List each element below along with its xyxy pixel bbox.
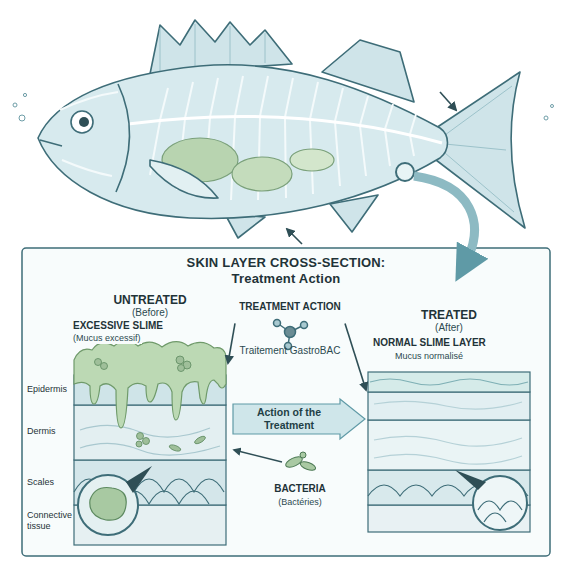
icon-space	[236, 313, 344, 345]
skin-section: TREATED(After)	[368, 372, 530, 532]
zoomed-scale	[90, 488, 126, 521]
connector-arrow	[345, 323, 366, 390]
epidermis-lines	[374, 401, 522, 409]
bacteria-icon	[284, 452, 317, 472]
panel-frame	[22, 248, 550, 556]
pointer-arrow	[440, 92, 456, 110]
layer-label: Connective tissue	[26, 510, 72, 532]
diagram-title: SKIN LAYER CROSS-SECTION: Treatment Acti…	[168, 255, 404, 286]
tail-fin	[436, 72, 525, 228]
bacterium	[176, 356, 184, 364]
molecule-bonds	[277, 323, 304, 346]
label-wrap: (Bactéries)	[250, 491, 350, 509]
panel-heading: TREATED	[358, 308, 540, 322]
connector-arrow	[228, 323, 235, 363]
slime-wave	[370, 379, 528, 385]
treatment-group: TREATMENT ACTION Traitement GastroBAC	[236, 301, 344, 357]
bacteria-pointer	[234, 450, 282, 462]
fish-eye	[71, 111, 93, 133]
dermis-fibres	[374, 436, 522, 464]
arrow-outline	[233, 399, 365, 439]
skull-line	[60, 92, 118, 176]
ribs	[150, 76, 416, 200]
title-wrap: SKIN LAYER CROSS-SECTION: Treatment Acti…	[22, 255, 550, 287]
label-wrap: BACTERIA	[250, 478, 350, 496]
layer-label: Epidermis	[26, 384, 72, 395]
excess-slime	[74, 341, 226, 428]
treatment-heading: TREATMENT ACTION	[236, 301, 344, 313]
normal-slime	[368, 372, 530, 392]
fish-illustration	[38, 20, 525, 238]
untreated-skin	[74, 341, 226, 545]
atom	[274, 320, 281, 327]
bubble	[544, 116, 548, 120]
bacterium	[178, 365, 185, 372]
callout-label: BACTERIA	[274, 483, 326, 495]
pointer-arrow	[287, 229, 302, 244]
bacteria-cluster	[95, 356, 207, 452]
callout-label: NORMAL SLIME LAYER	[372, 337, 487, 349]
bacterium	[194, 435, 207, 445]
callout-label: EXCESSIVE SLIME	[72, 320, 164, 332]
epidermis-layer	[368, 392, 530, 420]
bacterium	[101, 363, 108, 370]
panel-heading: UNTREATED	[64, 293, 236, 307]
bubbles	[13, 93, 554, 121]
atom	[301, 322, 308, 329]
bacterium	[136, 441, 142, 447]
heading-group: UNTREATED(Before)	[64, 293, 236, 319]
heading-group: TREATED(After)	[358, 308, 540, 334]
zoom-marker	[396, 163, 414, 181]
treated-skin	[368, 372, 530, 532]
layer-label: Scales	[26, 477, 72, 488]
bacterium	[137, 433, 144, 440]
bacterium	[143, 438, 150, 445]
pectoral-fin	[150, 160, 218, 198]
bubble	[23, 93, 26, 96]
bacterium	[300, 452, 306, 458]
callout-note: (Mucus excessif)	[72, 333, 142, 344]
bacterium	[169, 444, 182, 453]
zoom-arrow	[414, 176, 474, 266]
bacterium	[299, 460, 316, 472]
dermis-layer	[368, 420, 530, 470]
zoom-pointer	[455, 470, 486, 490]
panel-subheading: (After)	[358, 322, 540, 334]
callout-note: (Bactéries)	[278, 497, 322, 508]
organ	[290, 149, 334, 171]
skin-section: UNTREATED(Before)	[74, 345, 226, 545]
mouth	[40, 140, 62, 146]
callout-note: Mucus normalisé	[394, 351, 464, 362]
action-arrow: Action of the Treatment	[232, 398, 366, 440]
fish-pupil	[79, 117, 89, 127]
bubble	[551, 105, 554, 108]
zoomed-scale	[478, 501, 522, 522]
fish-body	[38, 65, 448, 219]
spine	[128, 117, 442, 143]
gill-cover	[116, 84, 130, 192]
bubble	[19, 115, 25, 121]
zoom-pointer	[126, 466, 152, 493]
bubble	[13, 103, 17, 107]
layer-label: Dermis	[26, 426, 72, 437]
dermis-layer	[74, 405, 226, 460]
treatment-name: Traitement GastroBAC	[236, 345, 344, 357]
organ	[232, 157, 292, 191]
dermis-fibres	[80, 425, 220, 455]
arrow-label: Action of the Treatment	[238, 406, 340, 431]
atom	[285, 327, 296, 338]
panel-subheading: (Before)	[64, 307, 236, 319]
